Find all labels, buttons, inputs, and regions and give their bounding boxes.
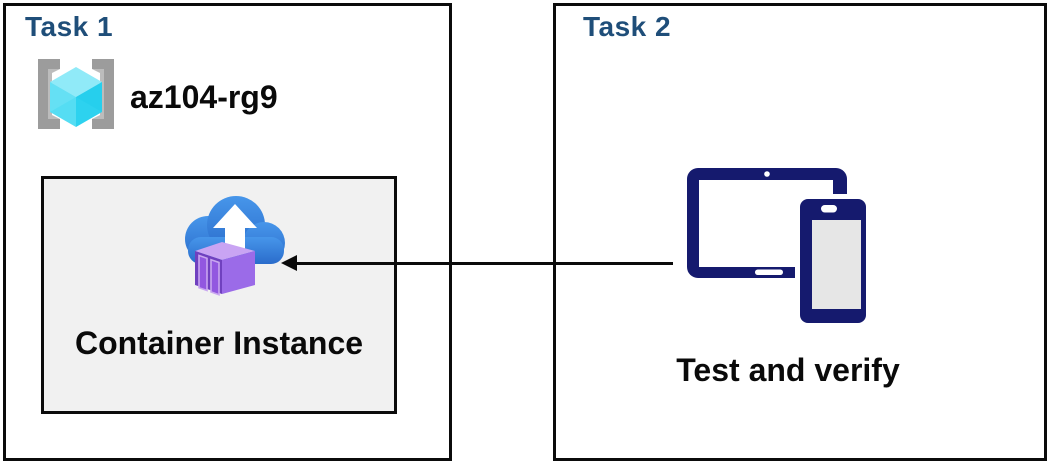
test-and-verify-label: Test and verify: [676, 352, 900, 388]
devices-icon: [685, 164, 871, 333]
resource-group-icon: [33, 56, 119, 137]
container-instance-box: Container Instance: [41, 176, 397, 414]
resource-group-name: az104-rg9: [130, 79, 278, 115]
arrow-head-icon: [281, 255, 297, 271]
container-instance-label: Container Instance: [74, 325, 364, 361]
task2-title: Task 2: [583, 11, 672, 42]
arrow-shaft: [296, 262, 673, 265]
task1-title: Task 1: [25, 11, 114, 42]
container-instance-icon: [178, 191, 292, 304]
